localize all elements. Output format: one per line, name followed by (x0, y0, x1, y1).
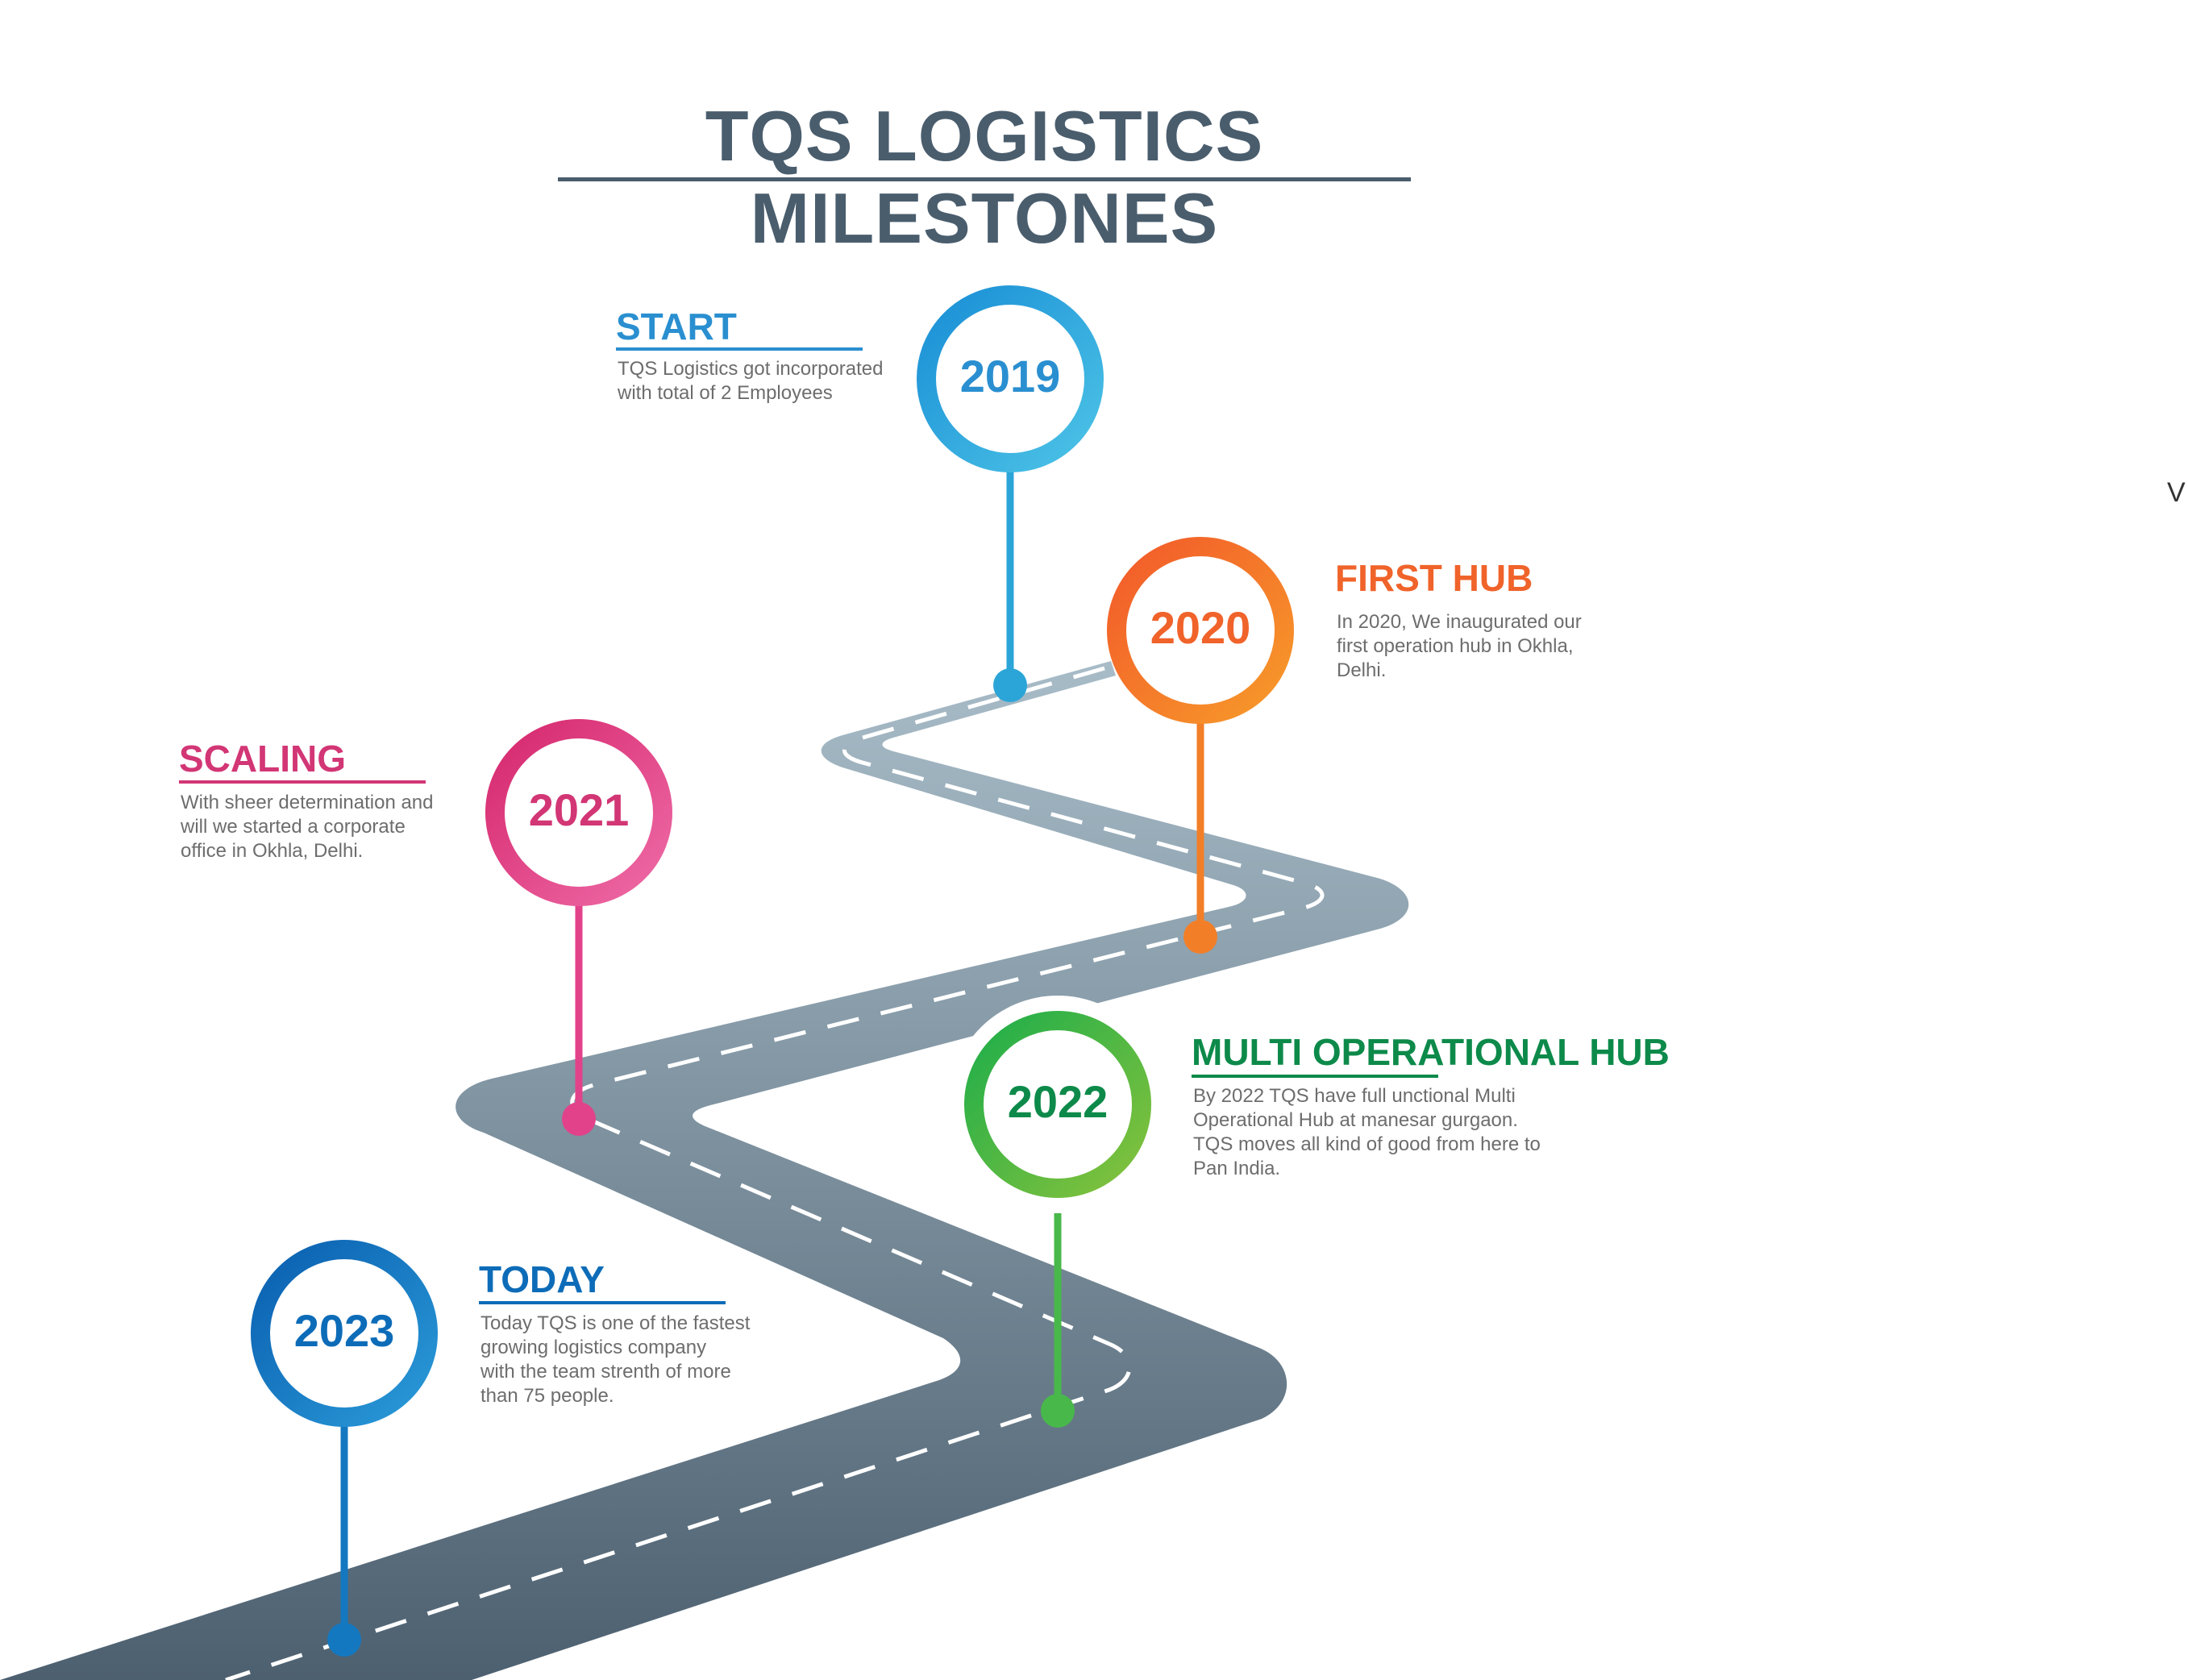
milestone-heading-first-hub: FIRST HUB (1335, 557, 1533, 599)
year-2023: 2023 (293, 1305, 395, 1356)
ring-2020 (1107, 537, 1294, 724)
milestone-heading-today: TODAY (479, 1258, 605, 1300)
pin-2020 (1183, 920, 1217, 954)
ring-2021 (485, 719, 672, 906)
milestone-heading-multi-hub: MULTI OPERATIONAL HUB (1192, 1031, 1670, 1073)
milestone-rule-scaling (179, 780, 426, 784)
milestone-desc-multi-hub: By 2022 TQS have full unctional Multi Op… (1193, 1085, 1541, 1179)
road-lane-dashes (225, 666, 1325, 1680)
pin-2019 (993, 668, 1027, 702)
page-title: TQS LOGISTICS MILESTONES (705, 96, 1264, 258)
year-2022: 2022 (1007, 1076, 1109, 1127)
milestone-desc-today: Today TQS is one of the fastest growing … (480, 1312, 751, 1407)
pin-2022 (1041, 1394, 1075, 1428)
ring-2022 (964, 1011, 1151, 1198)
year-2021: 2021 (528, 784, 630, 835)
milestone-desc-first-hub: In 2020, We inaugurated our first operat… (1337, 611, 1582, 681)
pin-2023 (327, 1623, 361, 1657)
year-2020: 2020 (1150, 602, 1251, 653)
pin-2021 (562, 1102, 596, 1136)
milestone-rule-today (479, 1301, 726, 1304)
milestone-rule-start (616, 347, 863, 351)
milestone-heading-scaling: SCALING (179, 738, 346, 780)
milestone-heading-start: START (616, 306, 737, 347)
title-underline (558, 177, 1411, 181)
edge-character: V (2167, 477, 2186, 508)
milestone-rule-multi-hub (1192, 1075, 1438, 1078)
milestone-desc-scaling: With sheer determination and will we sta… (181, 792, 434, 862)
ring-2023 (251, 1240, 438, 1427)
ring-2019 (917, 285, 1104, 472)
milestone-desc-start: TQS Logistics got incorporated with tota… (618, 358, 884, 404)
year-2019: 2019 (959, 351, 1061, 401)
